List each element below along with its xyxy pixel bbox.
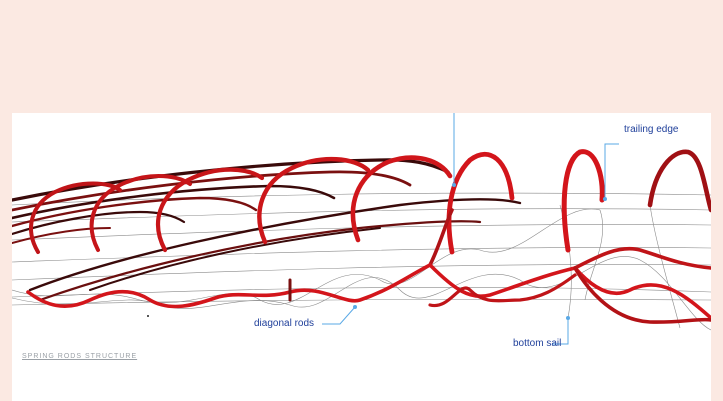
label-diagonal-rods: diagonal rods — [254, 318, 315, 329]
dot-mark — [147, 315, 149, 317]
leader-dots — [353, 183, 607, 320]
label-trailing-edge: trailing edge — [624, 124, 679, 135]
hoop-ribs — [29, 149, 711, 267]
label-bottom-sail: bottom sail — [513, 338, 562, 349]
diagonal-rods-wave — [26, 246, 711, 324]
figure-caption: SPRING RODS STRUCTURE — [22, 353, 138, 360]
leader-lines — [322, 113, 619, 345]
